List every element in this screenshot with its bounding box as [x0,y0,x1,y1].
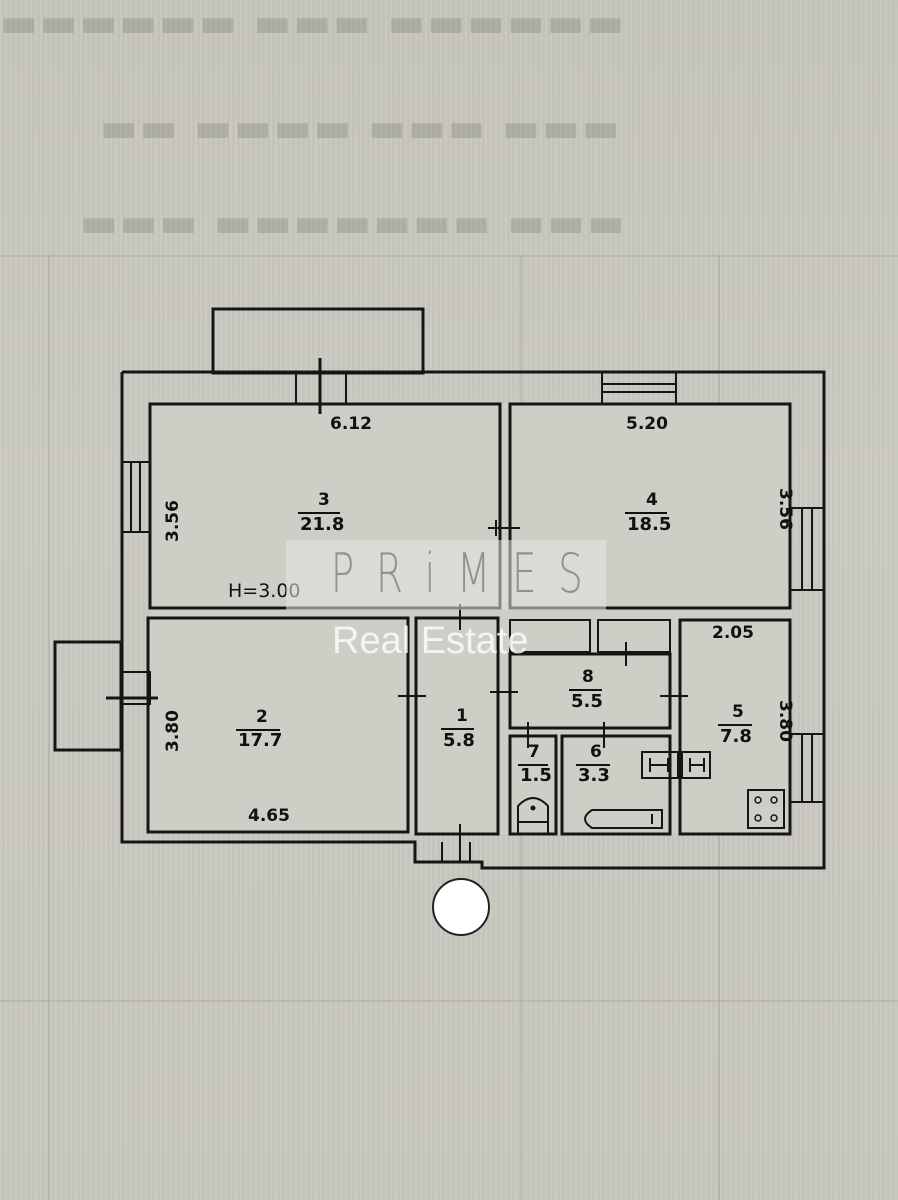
window-icon [601,371,677,405]
dimension-room2-depth: 3.80 [163,710,183,752]
svg-text:5: 5 [732,702,744,722]
faded-background-text: ▬▬▬ ▬▬▬▬▬▬▬ ▬▬▬ [80,200,627,246]
svg-text:5.8: 5.8 [443,730,475,751]
room-3-label: 3 21.8 [298,490,344,535]
toilet-icon [517,797,549,835]
dimension-room5-depth: 3.80 [775,700,795,742]
entrance-marker-icon [432,878,490,936]
room-1-label: 1 5.8 [441,706,475,751]
watermark-subtitle: Real Estate [332,620,529,662]
svg-text:4: 4 [646,490,658,510]
dimension-room2-width: 4.65 [248,806,290,826]
room-2-label: 2 17.7 [236,707,282,751]
door-marks [398,520,688,862]
stove-icon [747,789,785,829]
svg-text:3.3: 3.3 [578,765,610,786]
balcony-top [211,307,425,375]
bathtub-icon [584,809,663,829]
watermark-box: PRiMES [286,540,606,610]
balcony-door-icon [106,671,158,705]
svg-text:3: 3 [318,490,330,510]
svg-text:1: 1 [456,706,468,726]
svg-text:6: 6 [590,742,602,762]
dimension-room3-depth: 3.56 [163,500,183,542]
room-2-outline [146,616,410,834]
window-icon [295,358,347,414]
room-4-label: 4 18.5 [625,490,671,535]
svg-text:1.5: 1.5 [520,765,552,786]
svg-text:7: 7 [528,742,540,762]
watermark-brand: PRiMES [330,542,605,605]
background-rule [48,255,50,1200]
balcony-left [53,640,123,752]
room-6-label: 6 3.3 [576,742,610,786]
room-5-outline [678,618,792,836]
entrance-steps [441,842,471,862]
room-8-label: 8 5.5 [569,667,603,712]
dimension-room5-width: 2.05 [712,623,754,643]
window-icon [789,733,825,803]
svg-text:8: 8 [582,667,594,687]
faded-background-text: ▬▬▬▬▬▬ ▬▬▬ ▬▬▬▬▬▬ [0,0,627,46]
svg-text:7.8: 7.8 [720,726,752,747]
kitchen-sink-icon [681,751,711,779]
sink-icon [641,751,679,779]
background-rule [0,255,898,257]
room-6-outline [560,734,672,836]
window-icon [789,507,825,591]
room-5-label: 5 7.8 [718,702,752,747]
svg-text:18.5: 18.5 [627,514,671,535]
svg-text:17.7: 17.7 [238,730,282,751]
closet [597,619,671,653]
dimension-room4-width: 5.20 [626,414,668,434]
room-1-outline [414,616,500,836]
svg-text:5.5: 5.5 [571,691,603,712]
faded-background-text: ▬▬ ▬▬▬▬ ▬▬▬ ▬▬▬ [100,105,622,151]
room-7-label: 7 1.5 [518,742,552,786]
background-rule [0,1000,898,1002]
dimension-room4-depth: 3.56 [775,488,795,530]
closet [509,619,591,653]
ceiling-height-label: H=3.00 [228,580,301,602]
svg-text:2: 2 [256,707,268,727]
dimension-room3-width: 6.12 [330,414,372,434]
window-icon [121,461,151,533]
svg-text:21.8: 21.8 [300,514,344,535]
